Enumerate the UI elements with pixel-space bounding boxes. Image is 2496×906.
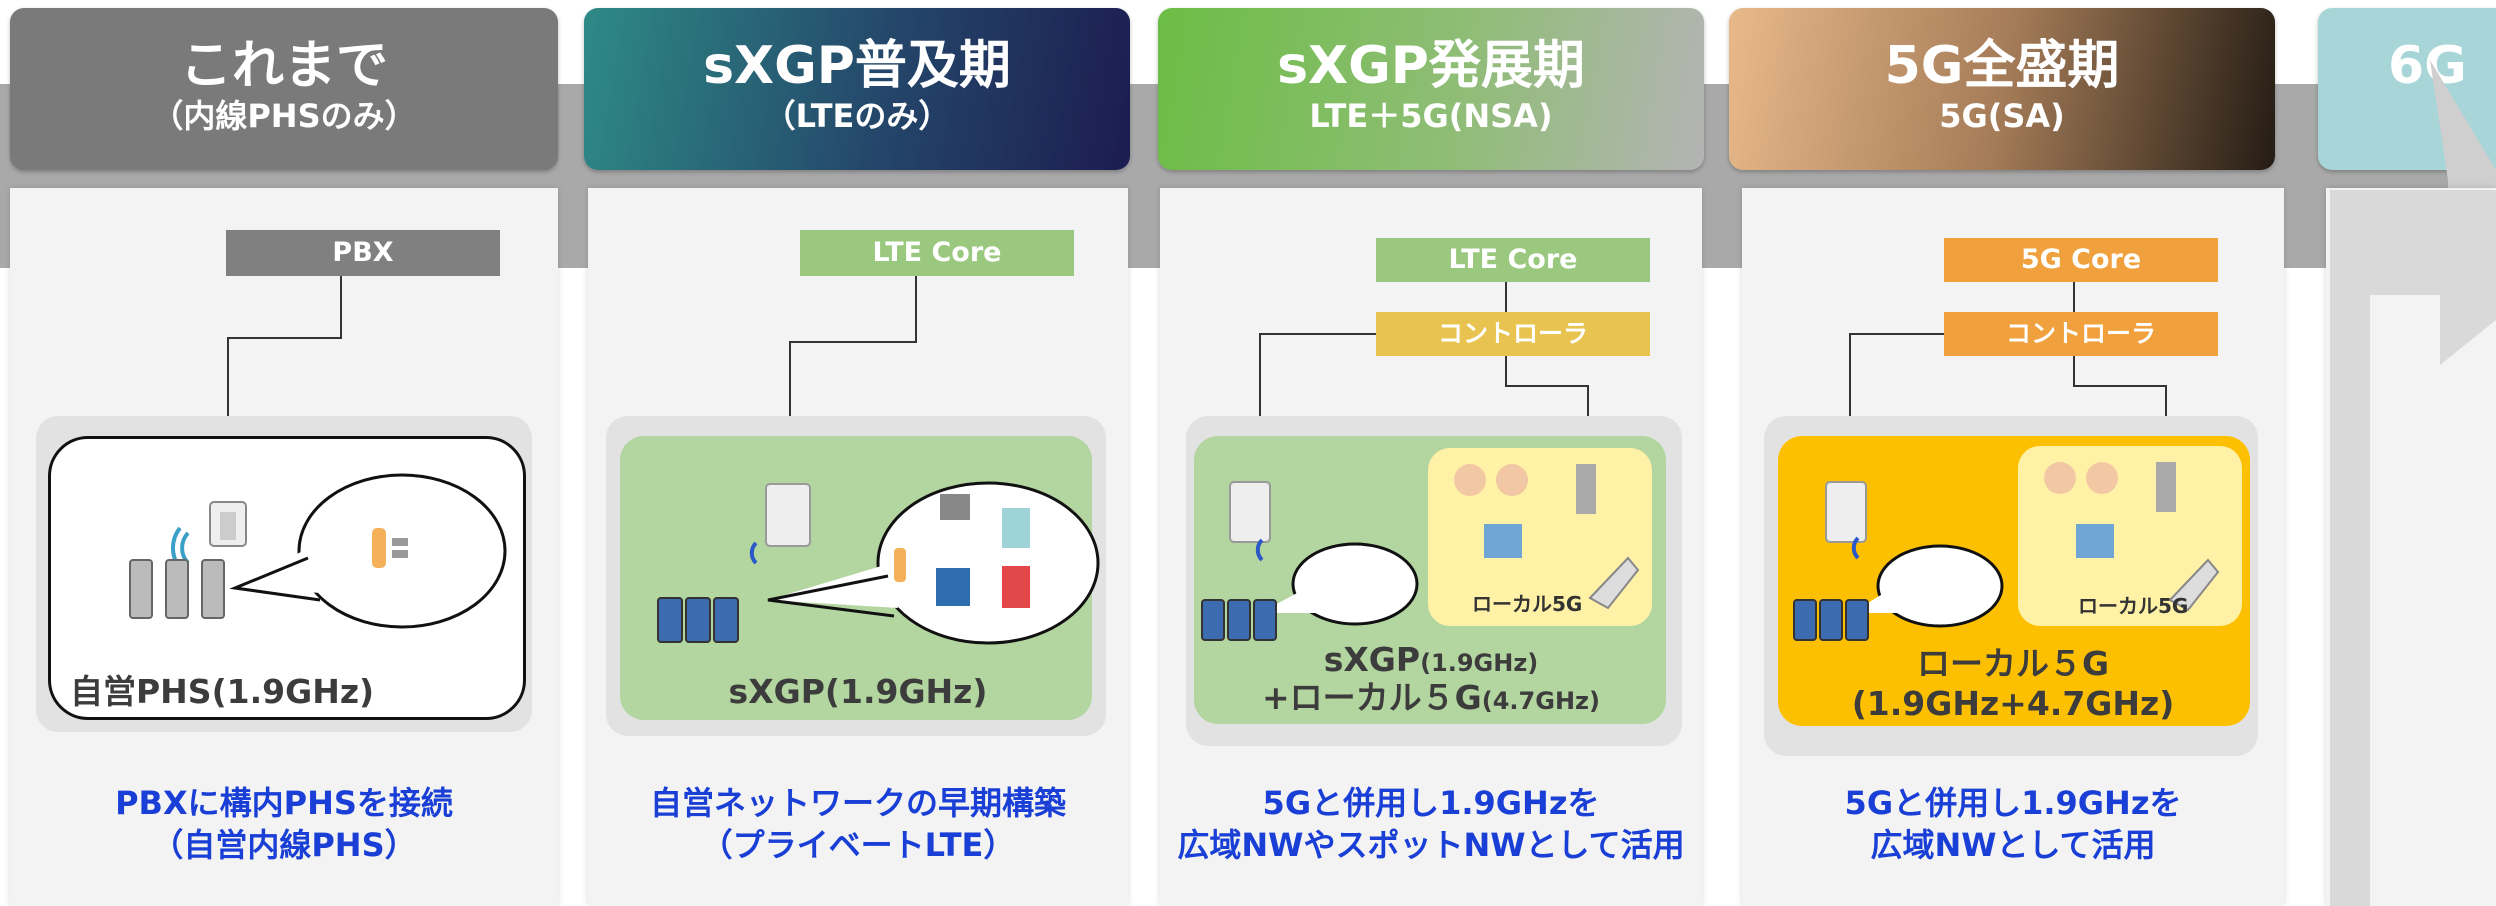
stage-desc-line2: 広域NWとして活用 [1870,826,2156,864]
stage-desc-line2: （自営内線PHS） [151,826,417,864]
phs-caption: 自営PHS(1.9GHz) [70,672,375,711]
sxgp-illustration [657,481,1100,645]
speech-bubble [129,473,507,629]
stage-desc-line1: 5Gと併用し1.9GHzを [1262,784,1600,822]
stage-subtitle: （内線PHSのみ） [151,97,417,135]
stage-subtitle: （LTEのみ） [763,97,951,135]
stage-desc-line1: 5Gと併用し1.9GHzを [1844,784,2182,822]
stage-header-4: 5G全盛期 5G(SA) [1729,8,2275,170]
stage-subtitle: 5G(SA) [1939,97,2065,135]
stage-panel-2: LTE Core sXGP(1.9GHz) 自営ネットワークの早期構築 （プライ… [588,188,1128,906]
local5g-label: ローカル5G [2078,594,2189,618]
stage-header-1: これまで （内線PHSのみ） [10,8,558,170]
stage-title: これまで [179,36,388,96]
arrow-icon [2330,190,2496,906]
lte-core-box: LTE Core [1376,238,1650,282]
controller-box: コントローラ [1944,312,2218,356]
local5g-illustration [1793,462,2220,641]
hybrid-illustration [1201,464,1640,641]
stage-panel-1: PBX 自営PHS(1.9GHz) PBXに構内PHSを接続 （自営内線PHS） [10,188,558,906]
local5g-label: ローカル5G [1472,592,1583,616]
stage-desc-line1: 自営ネットワークの早期構築 [649,784,1066,822]
stage-subtitle: LTE＋5G(NSA) [1309,97,1553,135]
stage-panel-4: 5G Core コントローラ ローカル5G ローカル５G (1.9GHz+4.7… [1742,188,2284,906]
core5g-box: 5G Core [1944,238,2218,282]
stage-header-3: sXGP発展期 LTE＋5G(NSA) [1158,8,1704,170]
stage-title: sXGP普及期 [703,36,1011,96]
stage-desc-line2: 広域NWやスポットNWとして活用 [1177,826,1685,864]
local5g-caption-line2: (1.9GHz+4.7GHz) [1851,684,2175,723]
lte-core-box: LTE Core [800,230,1074,276]
hybrid-caption-line2: +ローカル５G(4.7GHz) [1262,678,1600,717]
stage-panel-3: LTE Core コントローラ ローカル5G sXGP(1.9GHz) +ローカ… [1160,188,1702,906]
lte-line [789,276,917,486]
pbx-box: PBX [226,230,500,276]
controller-box: コントローラ [1376,312,1650,356]
sxgp-caption: sXGP(1.9GHz) [728,672,988,711]
hybrid-caption-line1: sXGP(1.9GHz) [1323,640,1539,679]
local5g-caption-line1: ローカル５G [1916,644,2110,683]
stage-header-2: sXGP普及期 （LTEのみ） [584,8,1130,170]
stage-title: 5G全盛期 [1884,36,2120,96]
stage-desc-line2: （プライベートLTE） [700,826,1016,864]
stage-title: 6G [2388,36,2467,96]
stage-desc-line1: PBXに構内PHSを接続 [115,784,453,822]
stage-title: sXGP発展期 [1277,36,1585,96]
